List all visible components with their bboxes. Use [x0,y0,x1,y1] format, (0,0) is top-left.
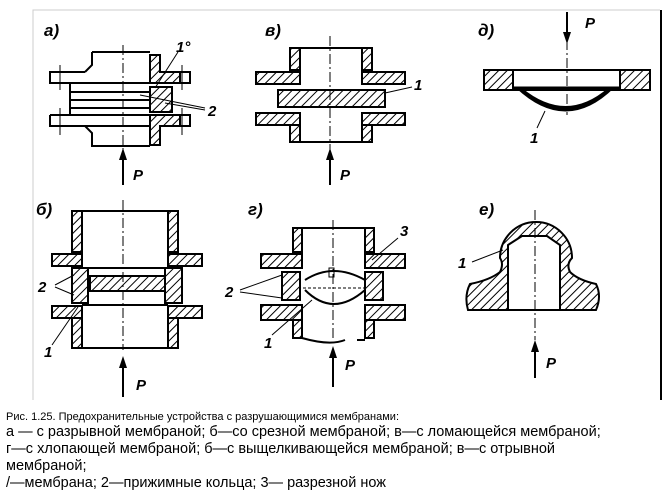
arrow-up-icon [119,148,127,160]
force-label: P [136,377,147,394]
arrow-up-icon [531,340,539,352]
caption-title: Рис. 1.25. Предохранительные устройства … [6,411,400,423]
callout-1: 1 [414,77,422,94]
panel-label: е) [479,200,494,219]
callout-1: 1 [458,255,466,272]
force-label: P [133,167,144,184]
panel-label: г) [248,200,263,219]
caption-line-4: /—мембрана; 2—прижимные кольца; 3— разре… [6,475,386,491]
callout-2: 2 [207,103,217,120]
arrow-up-icon [326,148,334,160]
panel-label: а) [44,21,59,40]
membrane-devices-figure: а) 1° 2 P в) 1 P д) [32,9,662,400]
arrow-down-icon [563,32,571,44]
panel-label: б) [36,200,53,219]
panel-v: в) 1 P [255,21,422,185]
caption-line-3: мембраной; [6,458,87,474]
force-label: P [546,355,557,372]
figure-frame [32,9,660,400]
figure-caption: Рис. 1.25. Предохранительные устройства … [6,410,662,492]
caption-line-1: а — с разрывной мембраной; б—со срезной … [6,424,601,440]
callout-1: 1 [264,335,272,352]
panel-label: в) [265,21,281,40]
callout-2: 2 [37,279,47,296]
arrow-up-icon [329,346,337,358]
arrow-up-icon [119,356,127,368]
callout-2: 2 [224,284,234,301]
panel-b: б) 2 1 P [36,200,203,397]
panel-e: е) 1 P [458,200,600,378]
caption-line-2: г—с хлопающей мембраной; б—с выщелкивающ… [6,441,555,457]
panel-g: г) 3 2 1 P [224,200,409,387]
panel-a: а) 1° 2 P [44,21,217,185]
callout-1: 1 [530,130,538,147]
panel-d: д) P 1 [478,12,651,147]
force-label: P [345,357,356,374]
panel-label: д) [478,21,495,40]
force-label: P [585,15,596,32]
callout-3: 3 [400,223,409,240]
callout-1: 1 [44,344,52,361]
force-label: P [340,167,351,184]
callout-1: 1° [176,39,191,56]
